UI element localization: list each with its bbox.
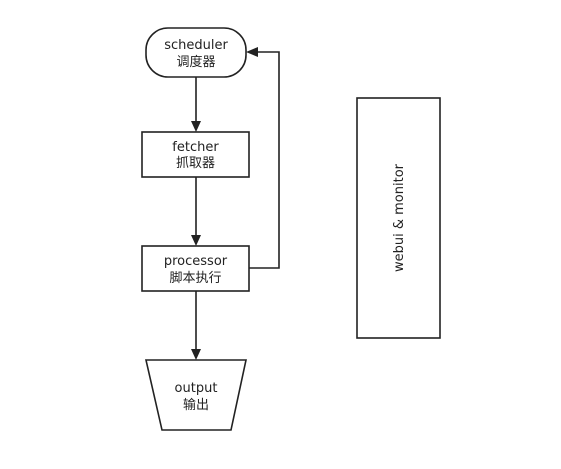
scheduler-label: scheduler <box>164 38 228 53</box>
processor-node: processor 脚本执行 <box>141 245 250 292</box>
edge-scheduler-to-fetcher <box>191 77 201 132</box>
fetcher-label: fetcher <box>172 140 219 155</box>
processor-label: processor <box>164 254 228 269</box>
fetcher-shape <box>141 131 250 178</box>
output-node: output 输出 <box>144 359 247 431</box>
fetcher-node: fetcher 抓取器 <box>141 131 250 178</box>
processor-sublabel: 脚本执行 <box>169 270 221 286</box>
webui-node: webui & monitor <box>356 97 441 339</box>
output-shape <box>144 359 247 431</box>
arrowhead-icon <box>191 121 201 132</box>
edge-processor-to-scheduler <box>246 47 280 269</box>
edge-processor-to-output <box>191 291 201 360</box>
fetcher-sublabel: 抓取器 <box>176 156 215 171</box>
arrowhead-icon <box>246 47 258 57</box>
edge-line <box>249 51 280 269</box>
webui-label: webui & monitor <box>392 163 407 272</box>
webui-shape <box>356 97 441 339</box>
scheduler-node: scheduler 调度器 <box>145 27 247 78</box>
arrowhead-icon <box>191 349 201 360</box>
output-sublabel: 输出 <box>183 397 209 413</box>
arrowhead-icon <box>191 235 201 246</box>
processor-shape <box>141 245 250 292</box>
output-label: output <box>175 381 218 396</box>
edge-fetcher-to-processor <box>191 177 201 246</box>
scheduler-sublabel: 调度器 <box>176 54 215 70</box>
